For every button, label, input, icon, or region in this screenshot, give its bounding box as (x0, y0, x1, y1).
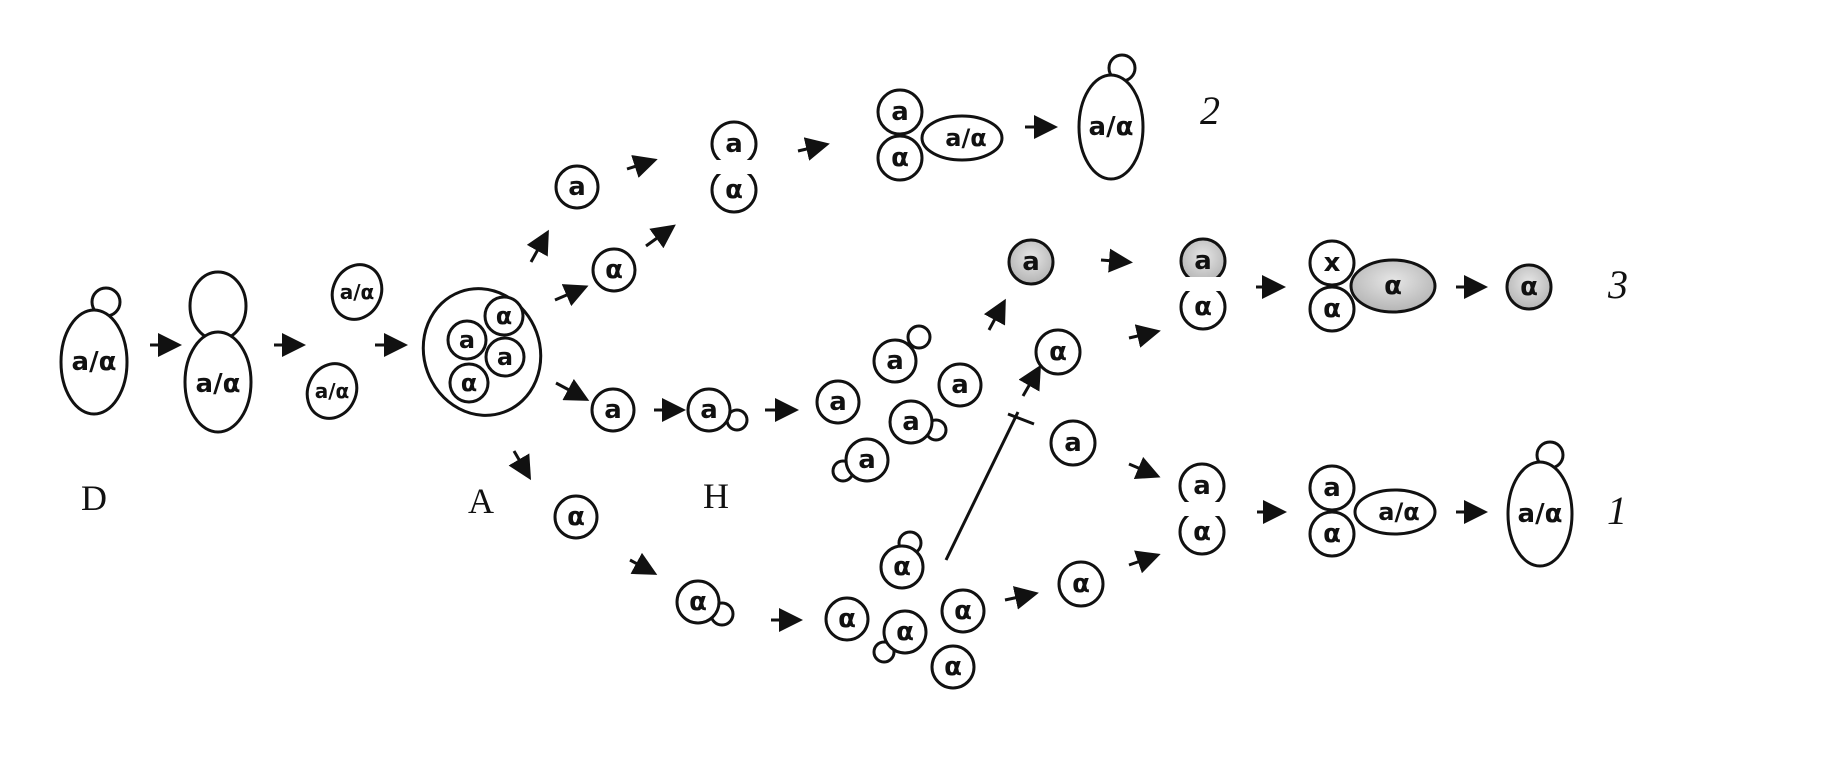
cell-label: a/α (1378, 498, 1419, 526)
arrow (629, 552, 658, 575)
spore-alpha-top: α (591, 247, 637, 293)
stage-label-h: H (703, 476, 729, 516)
spore-label: a (497, 343, 513, 371)
cell-label: a (829, 387, 847, 417)
cell-label: a/α (315, 379, 350, 403)
route-number-3: 3 (1607, 262, 1628, 307)
cell-label: a/α (1518, 499, 1563, 529)
arrow (554, 284, 589, 307)
cell-label: a (700, 395, 718, 425)
spore-alpha-bottom: α (553, 494, 599, 540)
diploid-cell-with-bud: a/α (59, 286, 129, 416)
cell-label: a (568, 172, 586, 202)
cell-label: α (1384, 271, 1402, 301)
cell-label: α (1323, 294, 1341, 324)
cell-label: α (567, 502, 585, 532)
arrow (1100, 248, 1133, 273)
diploid-cell-pair: a/α a/α (305, 263, 384, 420)
arrow (555, 378, 590, 401)
arrow (508, 450, 532, 481)
arrow (626, 155, 658, 178)
cell-label: a/α (196, 369, 241, 399)
cell-label: a (604, 395, 622, 425)
cell-label: α (1194, 292, 1212, 322)
cell-label: a (725, 129, 743, 159)
cell-label: a (951, 370, 969, 400)
arrow (1128, 550, 1161, 574)
mating-pair-a-alpha-route-1: a α (1178, 462, 1226, 556)
spore-a-top: a (554, 164, 600, 210)
budding-a-cell: a (686, 387, 749, 433)
stage-label-a: A (468, 481, 494, 521)
mating-pair-gray-a-alpha: a α (1179, 237, 1227, 331)
route-number-1: 1 (1607, 488, 1627, 533)
cell-label: a/α (340, 280, 375, 304)
cell-label: a/α (945, 124, 986, 152)
arrow (1018, 364, 1041, 397)
cell-label: x (1324, 248, 1341, 278)
diploid-cell-large-bud: a/α (183, 270, 253, 434)
cell-label: a/α (1089, 112, 1134, 142)
haploid-alpha-colony: α α α α α (824, 530, 986, 690)
cell-label: α (1323, 519, 1341, 549)
spore-label: a (459, 326, 475, 354)
alpha-cell-route-3: α (1034, 328, 1082, 376)
cell-label: a (886, 346, 904, 376)
cell-label: α (689, 587, 707, 617)
cell-label: a (1064, 428, 1082, 458)
cell-label: α (893, 552, 911, 582)
zygote-with-diploid-bud-top: a α a/α (876, 88, 1004, 182)
arrow (983, 298, 1006, 331)
budding-alpha-cell: α (675, 579, 735, 627)
cell-label: α (1072, 569, 1090, 599)
ascus-with-four-spores: α a a α (421, 287, 543, 417)
zygote-with-diploid-bud-route-1: a α a/α (1308, 464, 1437, 558)
arrow (1128, 324, 1161, 348)
arrow (526, 229, 549, 263)
cell-label: a (1022, 247, 1040, 277)
spore-a-middle: a (590, 387, 636, 433)
cell-label: α (725, 175, 743, 205)
gray-a-cell: a (1007, 238, 1055, 286)
cell-label: α (1193, 517, 1211, 547)
zygote-x-alpha-gray-bud: x α α (1308, 239, 1437, 333)
cell-label: a (1323, 473, 1341, 503)
cell-label: a (1193, 471, 1211, 501)
spore-label: α (461, 369, 478, 397)
haploid-a-colony: a a a a a (815, 324, 983, 483)
cell-label: α (944, 652, 962, 682)
cell-label: α (1049, 337, 1067, 367)
cell-label: α (896, 617, 914, 647)
cell-label: α (1520, 272, 1538, 302)
cell-label: a (891, 97, 909, 127)
arrow (1128, 456, 1161, 480)
cell-label: α (954, 596, 972, 626)
arrow (645, 224, 676, 249)
cell-label: α (891, 143, 909, 173)
alpha-cell-route-1: α (1057, 560, 1105, 608)
diploid-result-route-1: a/α (1506, 440, 1574, 568)
crossing-line (944, 411, 1020, 561)
a-cell-route-1: a (1049, 419, 1097, 467)
cell-label: a (1194, 246, 1212, 276)
stage-label-d: D (81, 478, 107, 518)
mating-pair-a-alpha-top: a α (710, 120, 758, 214)
line-tick (1007, 412, 1035, 426)
arrow (1004, 586, 1039, 610)
gray-alpha-result-route-3: α (1505, 263, 1553, 311)
arrow (797, 137, 830, 161)
cell-label: a (858, 445, 876, 475)
route-number-2: 2 (1200, 88, 1220, 133)
cell-label: α (605, 255, 623, 285)
cell-label: α (838, 604, 856, 634)
cell-label: a/α (72, 347, 117, 377)
cell-label: a (902, 407, 920, 437)
diploid-result-route-2: a/α (1077, 53, 1145, 181)
spore-label: α (496, 302, 513, 330)
